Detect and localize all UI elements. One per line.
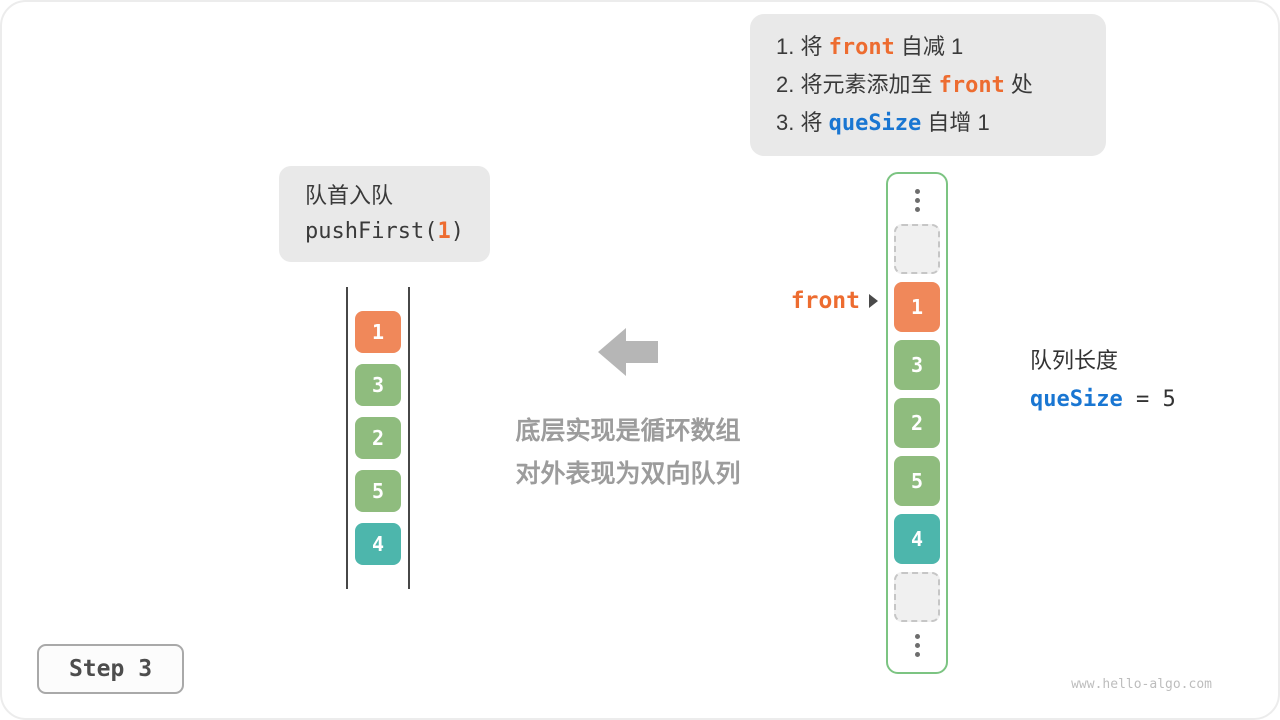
arrow-tail: [626, 341, 658, 363]
array-left-boundary: [346, 287, 348, 589]
array-cell: 1: [355, 311, 401, 353]
dot: [914, 634, 920, 639]
quesize-variable: queSize: [1030, 387, 1123, 412]
empty-cell: [894, 572, 940, 622]
vertical-ellipsis-icon: [914, 630, 920, 661]
array-cell: 3: [355, 364, 401, 406]
array-right-boundary: [408, 287, 410, 589]
instruction-text: 3. 将: [776, 110, 829, 135]
instruction-text: 自减 1: [894, 34, 964, 59]
implementation-note: 底层实现是循环数组 对外表现为双向队列: [432, 410, 824, 496]
vertical-ellipsis-icon: [914, 185, 920, 216]
dot: [914, 643, 920, 648]
array-cell: 2: [894, 398, 940, 448]
deque-abstract-array: 1 3 2 5 4: [346, 287, 410, 589]
code-text: pushFirst(: [305, 219, 438, 244]
instruction-text: 2. 将元素添加至: [776, 72, 939, 97]
array-cell: 3: [894, 340, 940, 390]
instruction-box: 1. 将 front 自减 1 2. 将元素添加至 front 处 3. 将 q…: [750, 14, 1106, 156]
queue-length-annotation: 队列长度 queSize = 5: [1030, 342, 1176, 419]
dot: [914, 189, 920, 194]
array-cell: 2: [355, 417, 401, 459]
array-cell: 5: [894, 456, 940, 506]
empty-cell: [894, 224, 940, 274]
watermark: www.hello-algo.com: [1071, 677, 1212, 692]
dot: [914, 652, 920, 657]
instruction-line-1: 1. 将 front 自减 1: [776, 28, 1080, 66]
front-pointer: front: [756, 286, 878, 316]
arrow-right-icon: [869, 294, 878, 308]
left-arrow-icon: [598, 328, 658, 376]
operation-title: 队首入队: [305, 183, 394, 208]
front-variable: front: [938, 73, 1005, 98]
instruction-text: 处: [1004, 72, 1033, 97]
arrow-head: [598, 328, 626, 376]
quesize-value: = 5: [1122, 387, 1176, 412]
code-text: ): [450, 219, 464, 244]
instruction-line-2: 2. 将元素添加至 front 处: [776, 66, 1080, 104]
note-line-1: 底层实现是循环数组: [515, 417, 741, 445]
front-cell: 1: [894, 282, 940, 332]
front-pointer-label: front: [790, 288, 860, 314]
code-argument: 1: [437, 219, 451, 244]
array-cell: 5: [355, 470, 401, 512]
queue-length-label: 队列长度: [1030, 348, 1119, 373]
queue-length-value: queSize = 5: [1030, 380, 1176, 419]
quesize-variable: queSize: [828, 111, 922, 136]
note-line-2: 对外表现为双向队列: [515, 460, 741, 488]
step-indicator: Step 3: [37, 644, 184, 694]
operation-box: 队首入队 pushFirst(1): [279, 166, 490, 262]
array-cell: 4: [894, 514, 940, 564]
instruction-text: 自增 1: [921, 110, 990, 135]
step-label: Step 3: [68, 656, 153, 682]
array-cell: 4: [355, 523, 401, 565]
dot: [914, 207, 920, 212]
instruction-text: 1. 将: [776, 34, 829, 59]
front-variable: front: [828, 35, 895, 60]
array-cells: 1 3 2 5 4: [355, 287, 401, 589]
operation-code: pushFirst(1): [305, 214, 464, 250]
dot: [914, 198, 920, 203]
instruction-line-3: 3. 将 queSize 自增 1: [776, 104, 1080, 142]
circular-array: 1 3 2 5 4: [886, 172, 948, 674]
